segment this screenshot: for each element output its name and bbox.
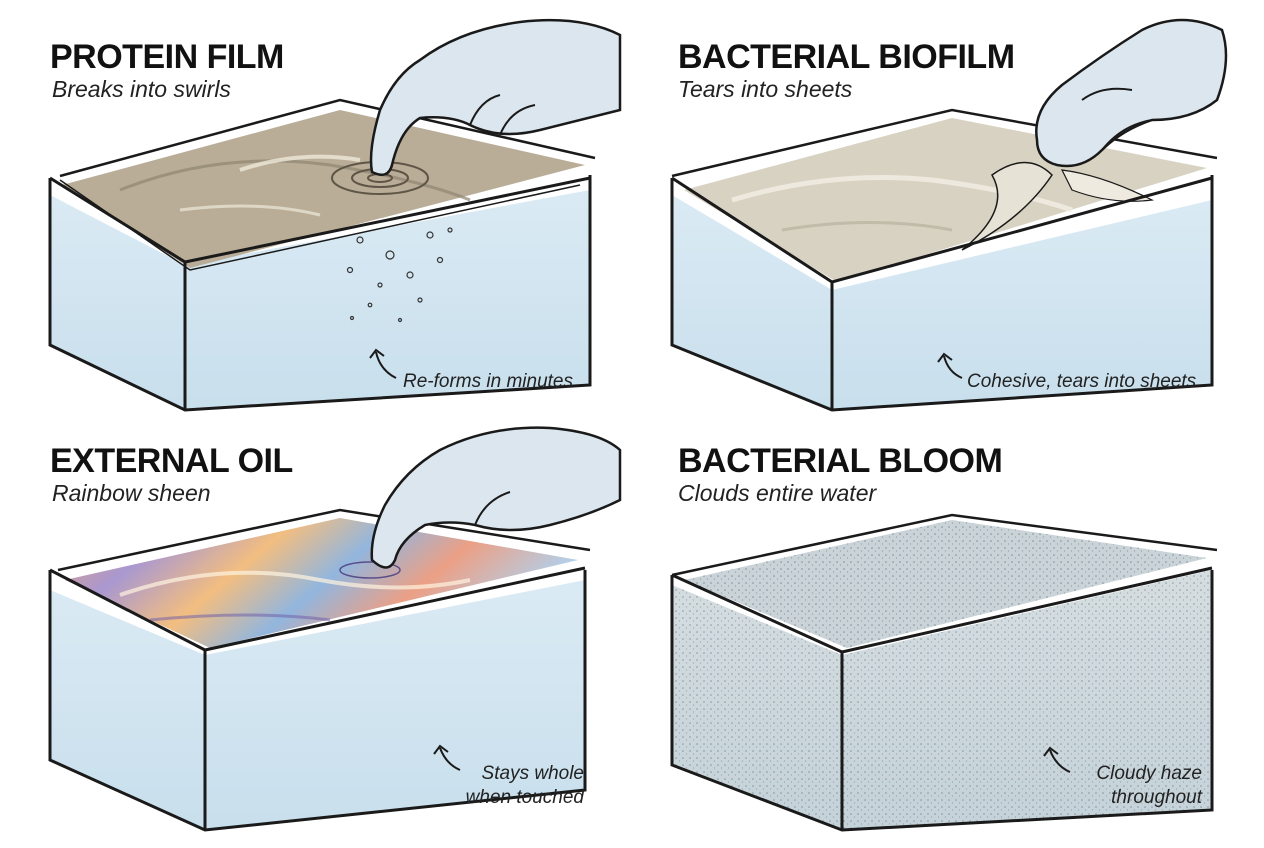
annotation-line: when touched (465, 787, 584, 808)
gloved-hand-icon (1035, 18, 1228, 168)
panel-annotation: Cloudy haze throughout (1062, 762, 1202, 810)
curved-arrow-icon (937, 352, 963, 379)
panel-title: BACTERIAL BLOOM (678, 442, 1003, 480)
panel-protein-film: PROTEIN FILM Breaks into swirls Re-forms… (0, 0, 622, 420)
panel-subtitle: Breaks into swirls (52, 76, 231, 102)
panel-title: EXTERNAL OIL (50, 442, 293, 480)
annotation-line: Cloudy haze (1096, 763, 1202, 784)
panel-title: BACTERIAL BIOFILM (678, 38, 1015, 76)
panel-bacterial-biofilm: BACTERIAL BIOFILM Tears into sheets Cohe… (632, 0, 1252, 420)
bacterial-bloom-tank (670, 513, 1218, 832)
panel-title: PROTEIN FILM (50, 38, 284, 76)
panel-annotation: Re-forms in minutes (403, 370, 573, 394)
bacterial-biofilm-tank (670, 18, 1228, 412)
panel-annotation: Cohesive, tears into sheets (967, 370, 1196, 394)
external-oil-tank (48, 426, 622, 832)
annotation-line: Stays whole (481, 763, 584, 784)
curved-arrow-icon (433, 744, 461, 771)
gloved-hand-icon (369, 18, 622, 177)
curved-arrow-icon (1043, 746, 1071, 773)
annotation-line: Re-forms in minutes (403, 371, 573, 392)
panel-annotation: Stays whole when touched (430, 762, 584, 810)
panel-subtitle: Tears into sheets (678, 76, 853, 102)
panel-subtitle: Clouds entire water (678, 480, 877, 506)
annotation-line: Cohesive, tears into sheets (967, 371, 1197, 392)
gloved-hand-icon (370, 426, 622, 569)
panel-subtitle: Rainbow sheen (52, 480, 211, 506)
panel-external-oil: EXTERNAL OIL Rainbow sheen Stays whole w… (0, 420, 622, 840)
annotation-line: throughout (1111, 787, 1202, 808)
curved-arrow-icon (369, 348, 397, 379)
panel-bacterial-bloom: BACTERIAL BLOOM Clouds entire water Clou… (632, 420, 1252, 840)
protein-film-tank (48, 18, 622, 412)
